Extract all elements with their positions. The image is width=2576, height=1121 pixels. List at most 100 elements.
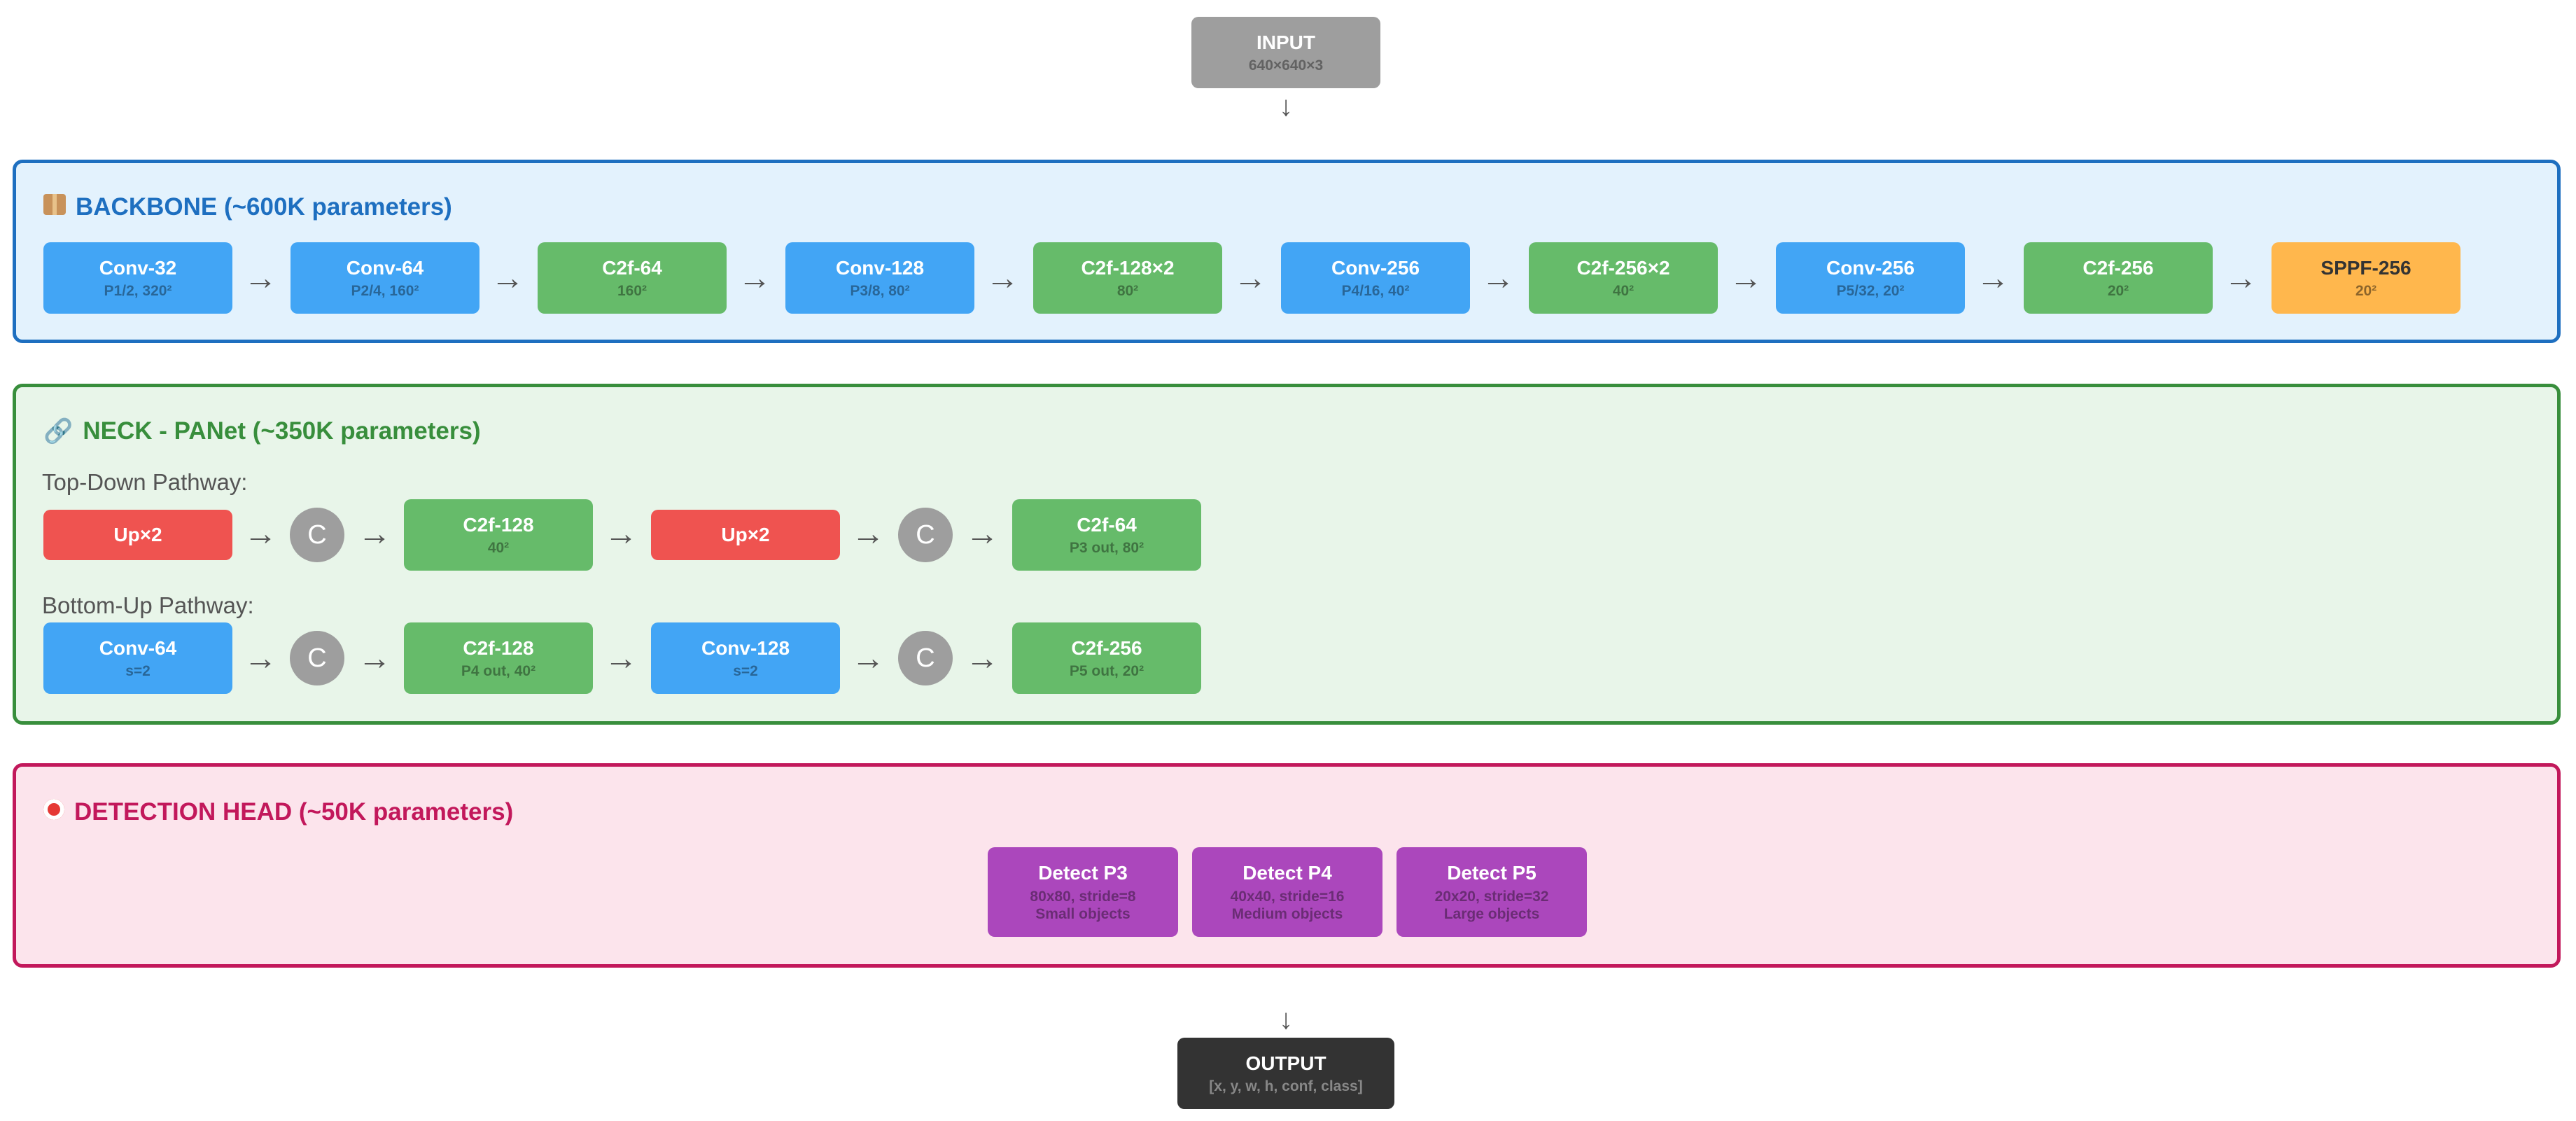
detect-block: Detect P5 20x20, stride=32 Large objects bbox=[1396, 847, 1587, 937]
link-icon: 🔗 bbox=[43, 418, 74, 445]
block-sub: 160² bbox=[617, 283, 648, 300]
block-title: C2f-64 bbox=[602, 256, 662, 279]
block-title: Detect P5 bbox=[1447, 862, 1536, 884]
neck-block: C2f-256 P5 out, 20² bbox=[1012, 622, 1201, 694]
input-node: INPUT 640×640×3 bbox=[1191, 17, 1380, 88]
right-arrow: → bbox=[358, 640, 391, 677]
block-title: Conv-256 bbox=[1331, 256, 1420, 279]
right-arrow: → bbox=[965, 640, 999, 677]
block-sub: s=2 bbox=[733, 663, 758, 680]
right-arrow: → bbox=[986, 260, 1019, 297]
block-sub: P5/32, 20² bbox=[1836, 283, 1905, 300]
block-sub: 20² bbox=[2107, 283, 2129, 300]
concat-node: C bbox=[898, 508, 953, 562]
concat-node: C bbox=[290, 508, 344, 562]
neck-block: Up×2 bbox=[43, 510, 232, 560]
backbone-block: C2f-64 160² bbox=[538, 242, 727, 314]
block-sub: 40² bbox=[487, 540, 510, 557]
backbone-block: C2f-128×2 80² bbox=[1033, 242, 1222, 314]
package-icon bbox=[43, 194, 66, 215]
block-title: Conv-256 bbox=[1826, 256, 1915, 279]
right-arrow: → bbox=[244, 640, 277, 677]
output-node: OUTPUT [x, y, w, h, conf, class] bbox=[1177, 1038, 1394, 1109]
right-arrow: → bbox=[851, 640, 885, 677]
block-sub: 40² bbox=[1612, 283, 1634, 300]
block-title: Up×2 bbox=[113, 524, 162, 546]
backbone-block: SPPF-256 20² bbox=[2272, 242, 2460, 314]
head-title-text: DETECTION HEAD (~50K parameters) bbox=[74, 798, 514, 826]
right-arrow: → bbox=[491, 260, 524, 297]
block-sub: P4/16, 40² bbox=[1341, 283, 1410, 300]
block-title: Conv-128 bbox=[701, 636, 790, 659]
block-sub: Small objects bbox=[1035, 905, 1130, 922]
right-arrow: → bbox=[358, 515, 391, 552]
block-title: C2f-64 bbox=[1077, 513, 1137, 536]
right-arrow: → bbox=[2224, 260, 2258, 297]
right-arrow: → bbox=[738, 260, 771, 297]
output-format: [x, y, w, h, conf, class] bbox=[1209, 1078, 1363, 1095]
input-title: INPUT bbox=[1256, 31, 1315, 53]
block-title: Conv-128 bbox=[835, 256, 925, 279]
block-sub: 20² bbox=[2355, 283, 2377, 300]
block-sub: 20x20, stride=32 bbox=[1434, 888, 1549, 905]
right-arrow: → bbox=[1481, 260, 1515, 297]
right-arrow: → bbox=[1729, 260, 1763, 297]
neck-title: 🔗 NECK - PANet (~350K parameters) bbox=[43, 417, 481, 445]
concat-node: C bbox=[898, 631, 953, 685]
right-arrow: → bbox=[1233, 260, 1267, 297]
bottom-up-label: Bottom-Up Pathway: bbox=[42, 592, 254, 618]
block-sub: P3 out, 80² bbox=[1069, 540, 1144, 557]
neck-block: C2f-128 P4 out, 40² bbox=[404, 622, 593, 694]
block-sub: P3/8, 80² bbox=[850, 283, 910, 300]
backbone-block: Conv-32 P1/2, 320² bbox=[43, 242, 232, 314]
block-title: C2f-128×2 bbox=[1081, 256, 1175, 279]
concat-node: C bbox=[290, 631, 344, 685]
right-arrow: → bbox=[604, 515, 638, 552]
block-title: Up×2 bbox=[721, 524, 770, 546]
block-sub: 80² bbox=[1116, 283, 1139, 300]
detect-block: Detect P3 80x80, stride=8 Small objects bbox=[988, 847, 1178, 937]
backbone-block: Conv-256 P5/32, 20² bbox=[1776, 242, 1965, 314]
top-down-label: Top-Down Pathway: bbox=[42, 469, 248, 495]
right-arrow: → bbox=[965, 515, 999, 552]
backbone-block: Conv-128 P3/8, 80² bbox=[785, 242, 974, 314]
neck-block: Conv-64 s=2 bbox=[43, 622, 232, 694]
input-shape: 640×640×3 bbox=[1248, 57, 1324, 74]
right-arrow: → bbox=[244, 260, 277, 297]
down-arrow-input: ↓ bbox=[1279, 91, 1293, 122]
block-title: Detect P3 bbox=[1038, 862, 1128, 884]
right-arrow: → bbox=[1976, 260, 2010, 297]
neck-block: C2f-128 40² bbox=[404, 499, 593, 571]
block-sub: s=2 bbox=[125, 663, 150, 680]
block-title: Conv-64 bbox=[99, 636, 177, 659]
block-title: C2f-256×2 bbox=[1576, 256, 1670, 279]
block-sub: P4 out, 40² bbox=[461, 663, 536, 680]
block-title: Detect P4 bbox=[1242, 862, 1332, 884]
block-title: SPPF-256 bbox=[2320, 256, 2412, 279]
backbone-title-text: BACKBONE (~600K parameters) bbox=[76, 193, 452, 221]
block-sub: 40x40, stride=16 bbox=[1230, 888, 1345, 905]
block-title: Conv-32 bbox=[99, 256, 177, 279]
output-title: OUTPUT bbox=[1245, 1052, 1326, 1074]
target-icon bbox=[43, 799, 64, 820]
neck-block: Up×2 bbox=[651, 510, 840, 560]
right-arrow: → bbox=[604, 640, 638, 677]
backbone-block: Conv-256 P4/16, 40² bbox=[1281, 242, 1470, 314]
block-title: C2f-128 bbox=[463, 513, 534, 536]
block-sub: Medium objects bbox=[1231, 905, 1343, 922]
block-sub: Large objects bbox=[1443, 905, 1540, 922]
right-arrow: → bbox=[851, 515, 885, 552]
block-sub: P2/4, 160² bbox=[351, 283, 419, 300]
head-title: DETECTION HEAD (~50K parameters) bbox=[43, 798, 513, 826]
block-title: Conv-64 bbox=[346, 256, 424, 279]
backbone-block: C2f-256×2 40² bbox=[1529, 242, 1718, 314]
neck-block: Conv-128 s=2 bbox=[651, 622, 840, 694]
block-title: C2f-128 bbox=[463, 636, 534, 659]
backbone-block: C2f-256 20² bbox=[2024, 242, 2213, 314]
right-arrow: → bbox=[244, 515, 277, 552]
block-sub: P1/2, 320² bbox=[104, 283, 172, 300]
block-title: C2f-256 bbox=[1071, 636, 1142, 659]
block-sub: P5 out, 20² bbox=[1069, 663, 1144, 680]
neck-block: C2f-64 P3 out, 80² bbox=[1012, 499, 1201, 571]
backbone-title: BACKBONE (~600K parameters) bbox=[43, 193, 452, 221]
